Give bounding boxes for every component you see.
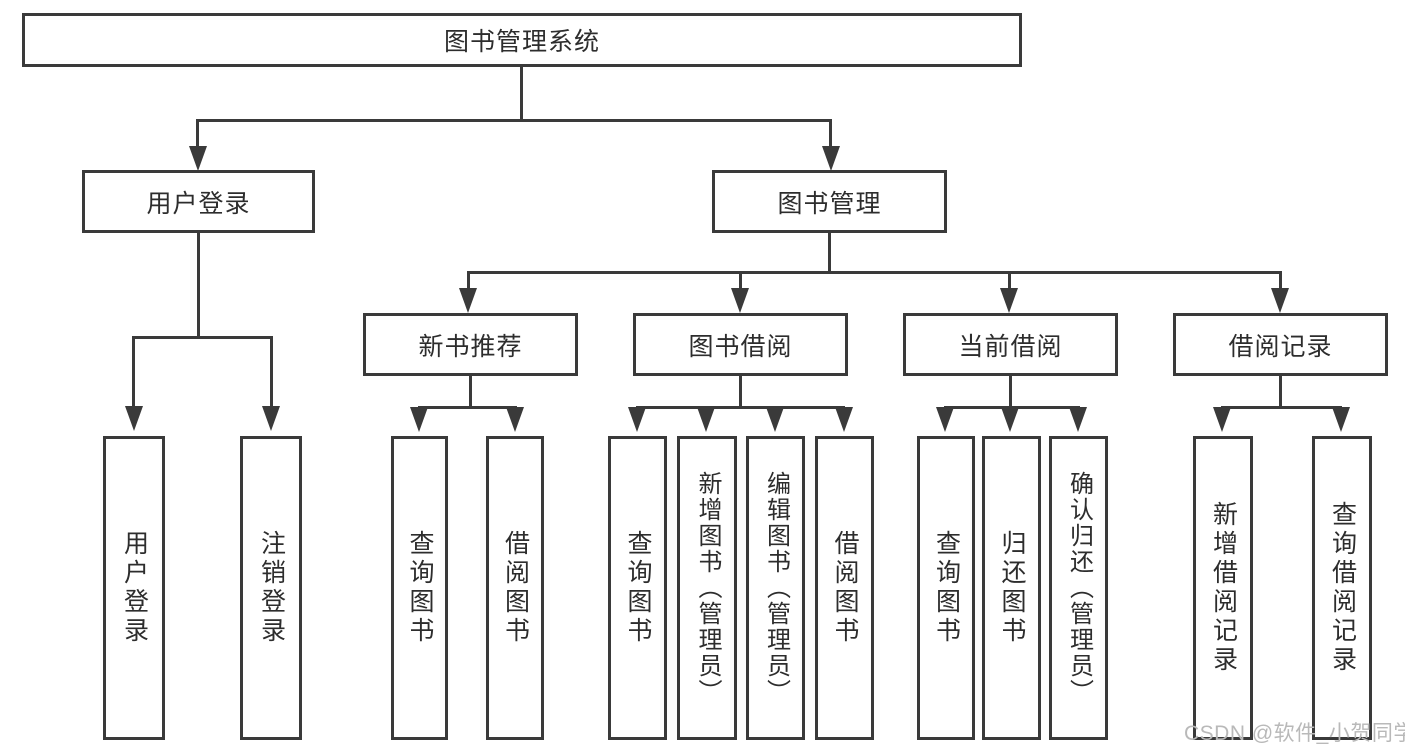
arrow-down-user-login xyxy=(189,146,207,171)
node-bb-query-label: 查询图书 xyxy=(624,530,652,646)
connector-book-mgmt-stem xyxy=(828,233,831,272)
arrow-down-br-add xyxy=(1213,407,1231,432)
node-user-login: 用户登录 xyxy=(82,170,315,233)
arrow-down-bb-query xyxy=(628,407,646,432)
node-bb-add: 新增图书（管理员） xyxy=(677,436,737,740)
node-root-label: 图书管理系统 xyxy=(443,28,600,56)
node-user-login-label: 用户登录 xyxy=(146,189,251,218)
node-current-label: 当前借阅 xyxy=(958,332,1063,361)
arrow-down-current xyxy=(1000,288,1018,313)
arrow-down-cb-return xyxy=(1001,407,1019,432)
connector-root-stem xyxy=(520,67,523,120)
connector-current-drop xyxy=(1008,271,1011,290)
connector-new-books-stem xyxy=(469,376,472,407)
connector-records-stem xyxy=(1279,376,1282,407)
arrow-down-book-mgmt xyxy=(822,146,840,171)
connector-records-drop xyxy=(1279,271,1282,290)
node-br-add-label: 新增借阅记录 xyxy=(1209,501,1238,675)
arrow-down-nb-query xyxy=(410,407,428,432)
arrow-down-logout xyxy=(262,406,280,431)
watermark: CSDN @软件_小贺同学 xyxy=(1184,722,1405,745)
arrow-down-new-books xyxy=(459,288,477,313)
arrow-down-records xyxy=(1271,288,1289,313)
arrow-down-br-query xyxy=(1332,407,1350,432)
connector-level2-rail xyxy=(467,271,1281,274)
node-bb-add-label: 新增图书（管理员） xyxy=(694,471,721,705)
connector-borrowing-rail xyxy=(636,406,845,409)
node-br-query-label: 查询借阅记录 xyxy=(1328,501,1357,675)
arrow-down-nb-borrow xyxy=(506,407,524,432)
node-nb-query-label: 查询图书 xyxy=(406,530,434,646)
node-bb-borrow: 借阅图书 xyxy=(815,436,874,740)
node-br-add: 新增借阅记录 xyxy=(1193,436,1253,740)
arrow-down-cb-query xyxy=(936,407,954,432)
connector-book-mgmt-drop xyxy=(829,119,832,148)
node-nb-borrow: 借阅图书 xyxy=(486,436,544,740)
node-logout-label: 注销登录 xyxy=(257,530,286,646)
connector-borrowing-drop xyxy=(739,271,742,290)
connector-current-stem xyxy=(1009,376,1012,407)
node-borrowing-label: 图书借阅 xyxy=(688,332,793,361)
node-login: 用户登录 xyxy=(103,436,165,740)
connector-level1-rail xyxy=(196,119,832,122)
node-current: 当前借阅 xyxy=(903,313,1118,376)
node-records-label: 借阅记录 xyxy=(1228,332,1333,361)
node-book-mgmt-label: 图书管理 xyxy=(777,189,882,218)
node-cb-confirm: 确认归还（管理员） xyxy=(1049,436,1108,740)
arrow-down-login xyxy=(125,406,143,431)
connector-login-drop xyxy=(132,336,135,408)
arrow-down-bb-edit xyxy=(766,407,784,432)
node-nb-query: 查询图书 xyxy=(391,436,448,740)
connector-user-login-rail xyxy=(132,336,273,339)
connector-borrowing-stem xyxy=(739,376,742,407)
node-cb-return: 归还图书 xyxy=(982,436,1041,740)
arrow-down-cb-confirm xyxy=(1069,407,1087,432)
node-records: 借阅记录 xyxy=(1173,313,1388,376)
node-login-label: 用户登录 xyxy=(120,530,149,646)
node-book-mgmt: 图书管理 xyxy=(712,170,947,233)
node-cb-return-label: 归还图书 xyxy=(998,530,1026,646)
node-new-books-label: 新书推荐 xyxy=(418,332,523,361)
connector-new-books-rail xyxy=(418,406,517,409)
connector-user-login-stem xyxy=(197,233,200,337)
node-bb-edit-label: 编辑图书（管理员） xyxy=(762,471,790,705)
arrow-down-bb-add xyxy=(697,407,715,432)
node-logout: 注销登录 xyxy=(240,436,302,740)
node-bb-edit: 编辑图书（管理员） xyxy=(746,436,805,740)
node-br-query: 查询借阅记录 xyxy=(1312,436,1372,740)
arrow-down-borrowing xyxy=(731,288,749,313)
node-cb-query-label: 查询图书 xyxy=(932,530,961,646)
node-borrowing: 图书借阅 xyxy=(633,313,848,376)
connector-new-books-drop xyxy=(467,271,470,290)
node-nb-borrow-label: 借阅图书 xyxy=(501,530,530,646)
connector-records-rail xyxy=(1221,406,1342,409)
node-bb-query: 查询图书 xyxy=(608,436,667,740)
node-new-books: 新书推荐 xyxy=(363,313,578,376)
node-cb-query: 查询图书 xyxy=(917,436,975,740)
connector-logout-drop xyxy=(270,336,273,408)
arrow-down-bb-borrow xyxy=(835,407,853,432)
node-cb-confirm-label: 确认归还（管理员） xyxy=(1065,471,1093,705)
node-bb-borrow-label: 借阅图书 xyxy=(831,530,859,646)
node-root: 图书管理系统 xyxy=(22,13,1022,67)
connector-user-login-drop xyxy=(196,119,199,148)
